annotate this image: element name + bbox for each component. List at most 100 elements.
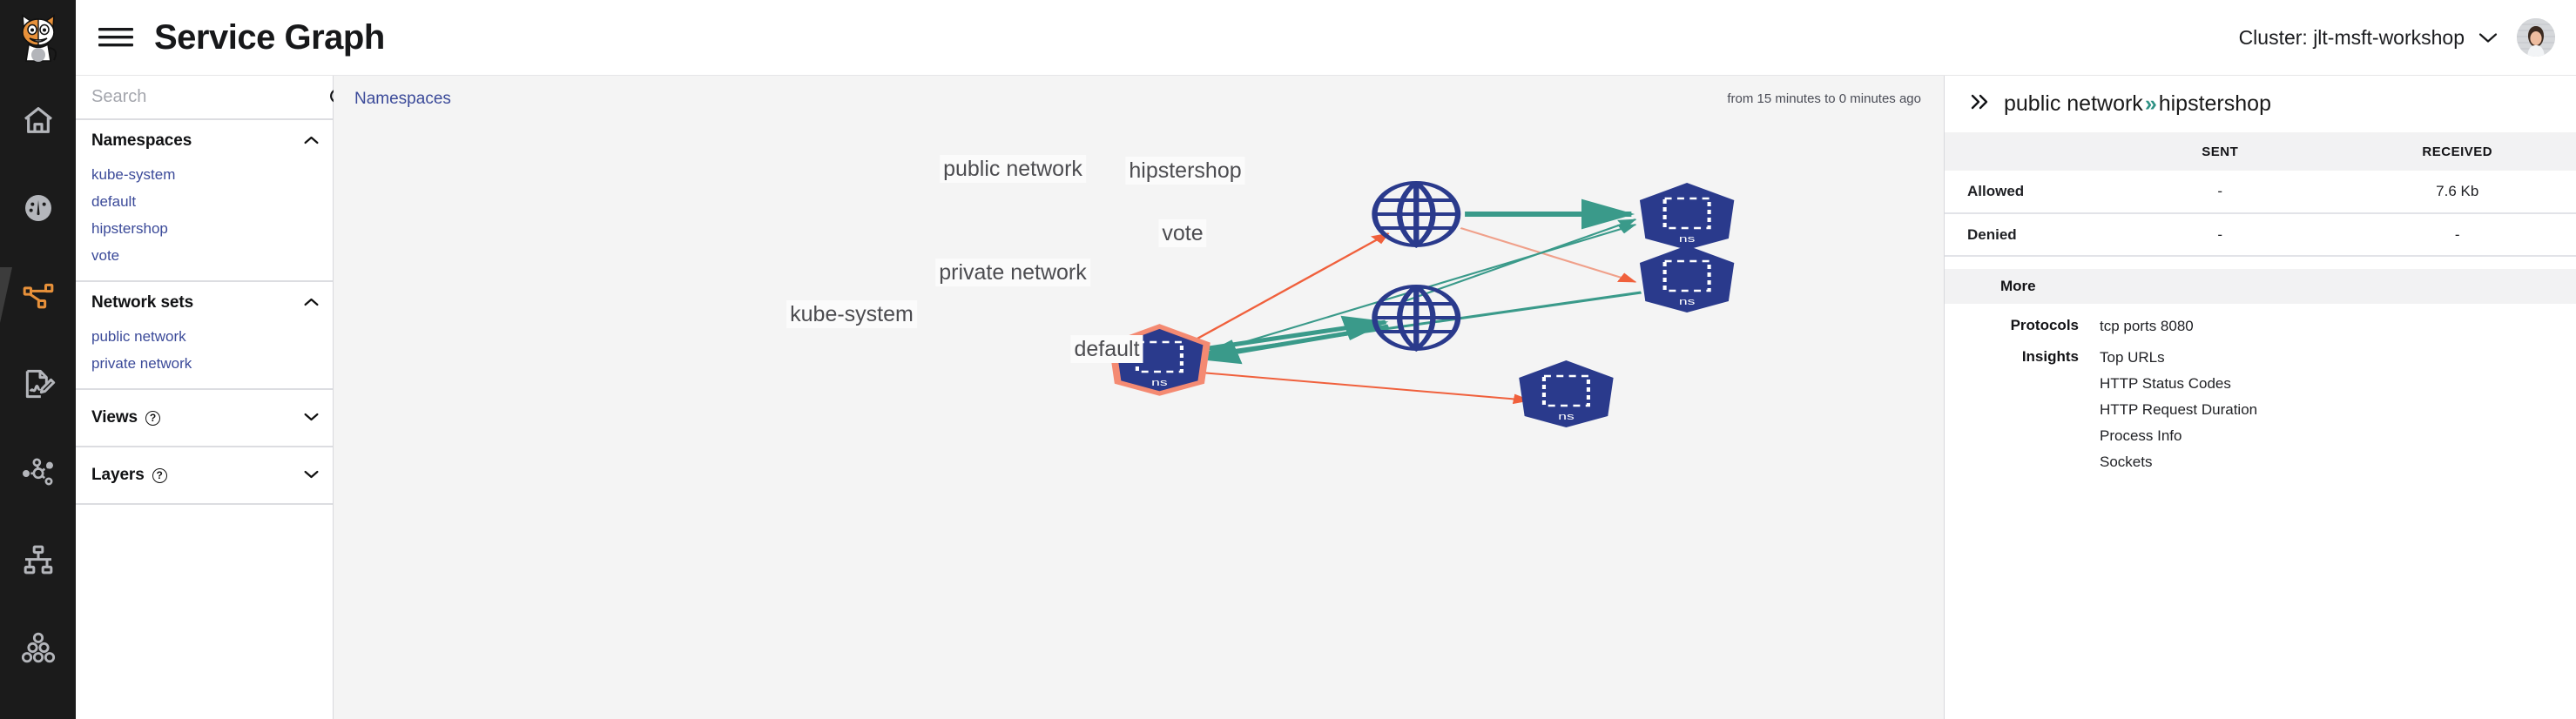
detail-panel: public network » hipstershop SENT RECEIV… — [1945, 76, 2576, 719]
insights-label: Insights — [2021, 348, 2079, 365]
row-label-allowed: Allowed — [1945, 171, 2101, 214]
networkset-link-private-network[interactable]: private network — [91, 355, 192, 372]
table-row-allowed: Allowed - 7.6 Kb — [1945, 171, 2576, 214]
namespace-link-hipstershop[interactable]: hipstershop — [91, 220, 168, 237]
chevron-down-icon — [2478, 32, 2498, 43]
chevron-down-icon[interactable] — [304, 410, 319, 426]
node-label-kube-system[interactable]: kube-system — [786, 300, 917, 328]
detail-target-link[interactable]: hipstershop — [2158, 91, 2271, 116]
node-label-public-network[interactable]: public network — [940, 155, 1086, 183]
edge-kube-system-to-default — [1201, 372, 1532, 405]
detail-breadcrumb: public network » hipstershop — [2004, 91, 2271, 117]
sidebar-item-policies[interactable] — [0, 339, 76, 427]
insight-sockets[interactable]: Sockets — [2100, 454, 2153, 470]
insight-http-request-duration[interactable]: HTTP Request Duration — [2100, 401, 2258, 418]
calico-cat-logo[interactable] — [0, 0, 76, 76]
svg-text:ns: ns — [1558, 412, 1575, 422]
more-section-header[interactable]: More — [1945, 269, 2576, 304]
help-icon[interactable]: ? — [145, 410, 161, 426]
node-hipstershop: ns — [1639, 183, 1735, 250]
node-label-hipstershop[interactable]: hipstershop — [1125, 157, 1245, 185]
section-network-sets-header[interactable]: Network sets — [76, 282, 333, 324]
cell-denied-sent: - — [2101, 213, 2339, 257]
sidebar-item-dashboard[interactable] — [0, 164, 76, 252]
traffic-table: SENT RECEIVED Allowed - 7.6 Kb Denied - … — [1945, 132, 2576, 257]
cell-denied-received: - — [2338, 213, 2576, 257]
edge-private-network-to-kube-system — [1194, 324, 1390, 365]
insights-row: Insights Top URLs HTTP Status Codes HTTP… — [1945, 335, 2576, 471]
protocols-label: Protocols — [2010, 317, 2079, 333]
node-label-default[interactable]: default — [1070, 335, 1143, 363]
cluster-selector[interactable]: Cluster: jlt-msft-workshop — [2239, 26, 2498, 50]
sidebar-item-nodes[interactable] — [0, 515, 76, 603]
filter-sidebar: Namespaces kube-system default hipstersh… — [76, 76, 381, 719]
section-views-title: Views — [91, 408, 138, 427]
sidebar-item-service-graph[interactable] — [0, 252, 76, 339]
namespace-link-kube-system[interactable]: kube-system — [91, 166, 176, 183]
svg-text:ns: ns — [1679, 234, 1696, 245]
node-label-private-network[interactable]: private network — [935, 259, 1090, 286]
cell-allowed-received: 7.6 Kb — [2338, 171, 2576, 214]
section-network-sets-body: public network private network — [76, 324, 333, 388]
table-col-sent: SENT — [2101, 132, 2339, 171]
svg-text:ns: ns — [1151, 378, 1168, 388]
node-private-network — [1372, 285, 1461, 353]
help-icon[interactable]: ? — [152, 467, 167, 483]
detail-header: public network » hipstershop — [1945, 76, 2576, 132]
page-title: Service Graph — [154, 17, 385, 57]
node-public-network — [1372, 181, 1461, 249]
sidebar-item-flow-visualizer[interactable] — [0, 427, 76, 515]
sidebar-item-cluster-mesh[interactable] — [0, 603, 76, 691]
cluster-selector-label: Cluster: jlt-msft-workshop — [2238, 25, 2465, 49]
section-namespaces-title: Namespaces — [91, 131, 192, 150]
insight-http-status-codes[interactable]: HTTP Status Codes — [2100, 375, 2231, 392]
node-label-vote[interactable]: vote — [1158, 219, 1207, 247]
namespace-link-vote[interactable]: vote — [91, 247, 120, 264]
table-col-received: RECEIVED — [2338, 132, 2576, 171]
section-namespaces-header[interactable]: Namespaces — [76, 120, 333, 162]
node-vote: ns — [1639, 245, 1735, 312]
namespace-link-default[interactable]: default — [91, 193, 137, 210]
user-avatar[interactable] — [2517, 18, 2555, 57]
graph-area: Namespaces from 15 minutes to 0 minutes … — [334, 76, 1945, 719]
table-col-blank — [1945, 132, 2101, 171]
node-default: ns — [1519, 360, 1614, 427]
section-layers-header[interactable]: Layers ? — [76, 447, 333, 503]
section-network-sets-title: Network sets — [91, 293, 194, 312]
row-label-denied: Denied — [1945, 213, 2101, 257]
section-views: Views ? — [76, 390, 333, 447]
insight-process-info[interactable]: Process Info — [2100, 427, 2182, 444]
cell-allowed-sent: - — [2101, 171, 2339, 214]
protocols-value: tcp ports 8080 — [2100, 318, 2194, 334]
protocols-row: Protocols tcp ports 8080 — [1945, 304, 2576, 335]
chevron-up-icon[interactable] — [304, 133, 319, 149]
hamburger-icon[interactable] — [98, 25, 133, 50]
edge-private-network-to-hipstershop — [1399, 218, 1637, 304]
search-input[interactable] — [91, 87, 322, 107]
insight-top-urls[interactable]: Top URLs — [2100, 349, 2165, 366]
breadcrumb[interactable]: Namespaces — [354, 89, 451, 108]
table-row-denied: Denied - - — [1945, 213, 2576, 257]
detail-source-link[interactable]: public network — [2004, 91, 2143, 116]
edge-kube-system-to-public-network — [1182, 232, 1390, 347]
graph-canvas[interactable]: ns ns ns — [334, 122, 1944, 719]
edge-public-network-to-vote — [1460, 227, 1637, 283]
chevron-double-right-icon[interactable] — [1967, 92, 1992, 116]
search-row — [76, 76, 381, 120]
section-views-header[interactable]: Views ? — [76, 390, 333, 446]
section-layers: Layers ? — [76, 447, 333, 505]
top-bar: Service Graph Cluster: jlt-msft-workshop — [76, 0, 2576, 76]
section-namespaces: Namespaces kube-system default hipstersh… — [76, 120, 333, 282]
edge-kube-system-to-private-network — [1196, 315, 1389, 353]
detail-arrow-icon: » — [2144, 91, 2157, 116]
sidebar-item-home[interactable] — [0, 76, 76, 164]
section-namespaces-body: kube-system default hipstershop vote — [76, 162, 333, 280]
icon-rail — [0, 0, 76, 719]
time-range-label: from 15 minutes to 0 minutes ago — [1727, 91, 1921, 106]
chevron-down-icon[interactable] — [304, 467, 319, 483]
graph-svg: ns ns ns — [1109, 181, 1735, 427]
chevron-up-icon[interactable] — [304, 295, 319, 311]
insights-list: Top URLs HTTP Status Codes HTTP Request … — [2100, 348, 2257, 471]
networkset-link-public-network[interactable]: public network — [91, 328, 186, 345]
